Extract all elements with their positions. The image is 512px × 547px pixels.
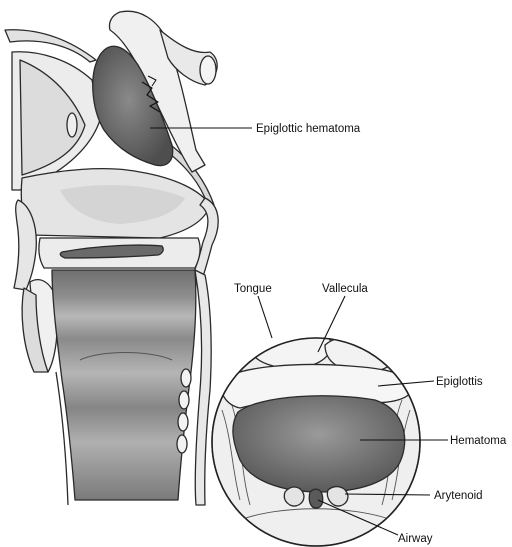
label-epiglottic-hematoma: Epiglottic hematoma xyxy=(256,123,361,135)
hyoid-notch xyxy=(67,113,77,137)
airway-opening xyxy=(309,489,323,508)
label-hematoma: Hematoma xyxy=(450,435,507,447)
label-vallecula: Vallecula xyxy=(322,283,368,295)
label-arytenoid: Arytenoid xyxy=(434,490,483,502)
leader-tongue xyxy=(258,296,272,338)
fold-tip xyxy=(200,56,216,84)
larynx-sagittal-view xyxy=(5,11,218,505)
hematoma-mass xyxy=(233,396,405,492)
label-tongue: Tongue xyxy=(234,283,272,295)
tongue-mass xyxy=(250,322,331,368)
label-airway: Airway xyxy=(398,533,433,545)
label-epiglottis: Epiglottis xyxy=(436,376,483,388)
laryngoscopic-view xyxy=(212,322,420,546)
trachea xyxy=(52,270,196,500)
trachea-back-wall xyxy=(195,270,211,505)
arytenoid-left xyxy=(284,487,304,506)
